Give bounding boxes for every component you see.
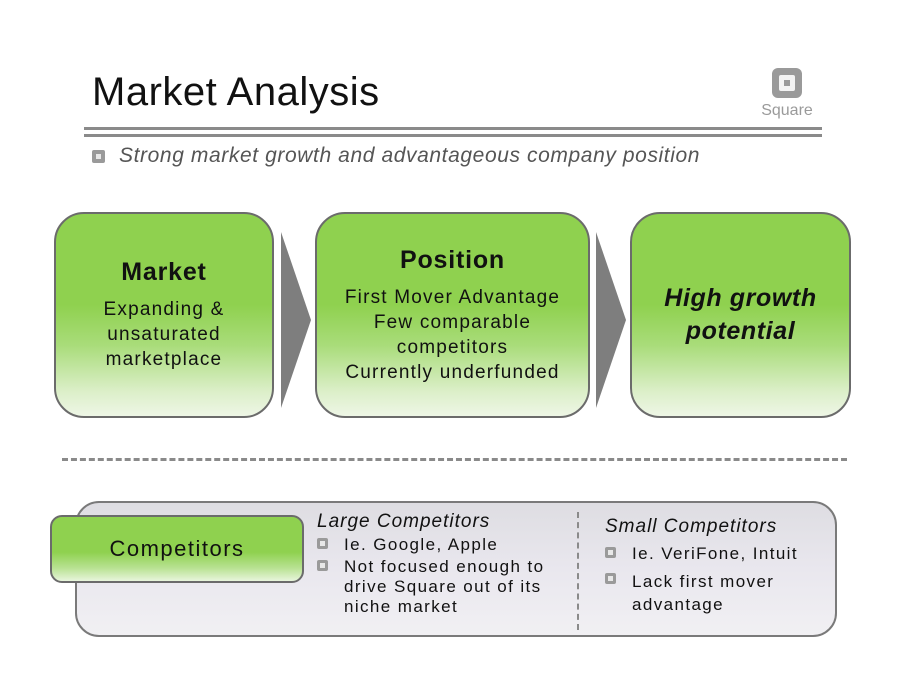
dashed-divider	[62, 458, 847, 461]
growth-box: High growth potential	[630, 212, 851, 418]
subtitle-text: Strong market growth and advantageous co…	[119, 144, 701, 167]
position-line: competitors	[396, 336, 509, 358]
chevron-right-icon	[596, 232, 626, 408]
column-divider	[577, 512, 579, 630]
large-competitors-heading: Large Competitors	[317, 511, 491, 532]
header-rule-bottom	[84, 134, 822, 137]
bullet-icon	[605, 547, 616, 558]
market-box: Market Expanding & unsaturated marketpla…	[54, 212, 274, 418]
large-competitors-column: Large Competitors Ie. Google, Apple Not …	[317, 511, 572, 617]
market-line: Expanding &	[103, 299, 225, 320]
page-title: Market Analysis	[92, 70, 380, 114]
position-box-title: Position	[399, 245, 505, 274]
market-box-body: Expanding & unsaturated marketplace	[104, 297, 225, 372]
square-logo: Square	[756, 68, 818, 120]
list-item: Lack first mover advantage	[605, 570, 825, 616]
list-item: Not focused enough to drive Square out o…	[317, 557, 572, 617]
small-competitors-column: Small Competitors Ie. VeriFone, Intuit L…	[605, 516, 825, 616]
position-box-body: First Mover Advantage Few comparable com…	[345, 285, 560, 385]
header-rule-top	[84, 127, 822, 130]
bullet-icon	[317, 560, 328, 571]
position-line: First Mover Advantage	[344, 286, 561, 308]
growth-line: potential	[685, 317, 796, 345]
list-item-text: Ie. VeriFone, Intuit	[632, 544, 798, 563]
chevron-right-icon	[281, 232, 311, 408]
bullet-icon	[317, 538, 328, 549]
small-competitors-heading: Small Competitors	[605, 516, 778, 537]
growth-box-text: High growth potential	[664, 282, 816, 348]
market-line: unsaturated	[107, 324, 221, 345]
list-item-text: Ie. Google, Apple	[344, 535, 499, 554]
growth-line: High growth	[664, 284, 817, 312]
list-item-text: Lack first mover advantage	[632, 572, 775, 614]
competitors-label: Competitors	[109, 536, 245, 561]
subtitle-bullet: Strong market growth and advantageous co…	[92, 144, 700, 168]
market-box-title: Market	[121, 258, 207, 286]
list-item: Ie. Google, Apple	[317, 535, 572, 555]
list-item-text: Not focused enough to drive Square out o…	[344, 557, 545, 616]
position-line: Few comparable	[373, 311, 532, 333]
competitors-label-box: Competitors	[50, 515, 304, 583]
bullet-icon	[92, 149, 105, 163]
position-line: Currently underfunded	[345, 361, 560, 383]
market-line: marketplace	[105, 349, 223, 370]
position-box: Position First Mover Advantage Few compa…	[315, 212, 590, 418]
list-item: Ie. VeriFone, Intuit	[605, 544, 825, 564]
bullet-icon	[605, 573, 616, 584]
square-logo-icon	[772, 68, 802, 98]
logo-text: Square	[761, 102, 813, 119]
